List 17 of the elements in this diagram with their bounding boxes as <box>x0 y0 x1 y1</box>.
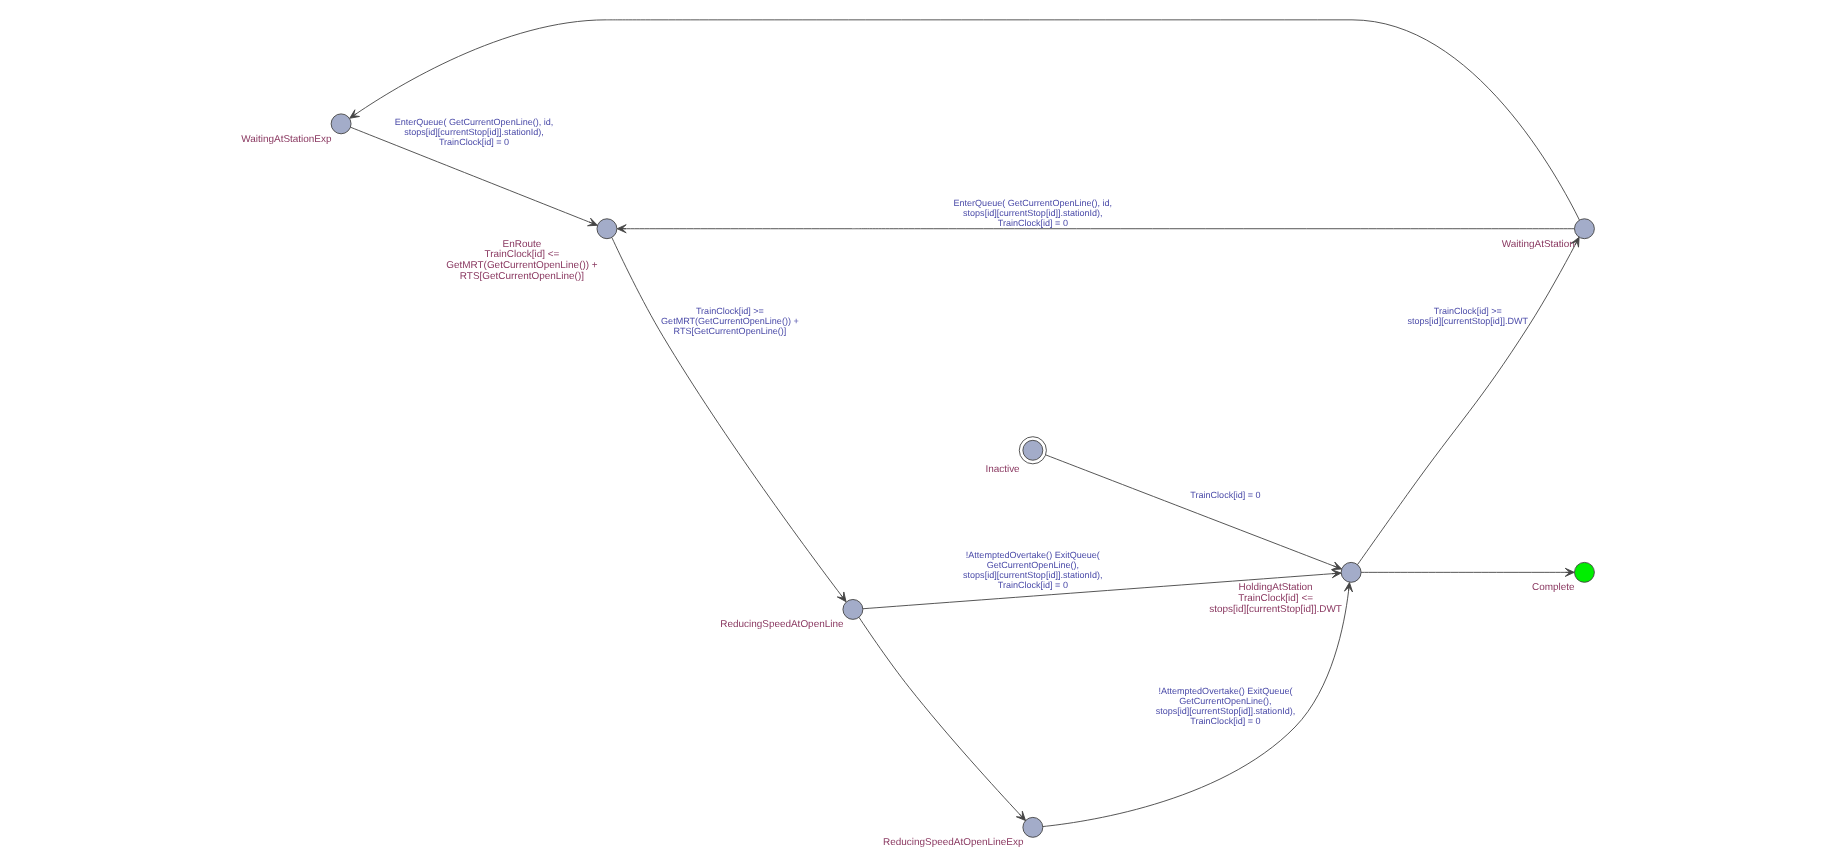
arrow <box>350 126 598 227</box>
node-circle <box>842 599 864 620</box>
arrow <box>1042 582 1353 827</box>
node-circle <box>1340 561 1362 583</box>
arrow <box>1360 567 1575 577</box>
arrow <box>611 237 847 603</box>
node-circle <box>1574 561 1595 583</box>
arrow <box>349 19 1580 221</box>
arrow <box>1357 236 1580 566</box>
node-circle <box>330 113 352 135</box>
node-circle <box>1574 218 1595 240</box>
arrow <box>862 569 1342 610</box>
arrow <box>1045 454 1343 571</box>
arrow <box>616 224 1575 234</box>
node-circle <box>1022 816 1044 838</box>
node-circle <box>596 218 618 240</box>
arrow <box>858 616 1026 822</box>
